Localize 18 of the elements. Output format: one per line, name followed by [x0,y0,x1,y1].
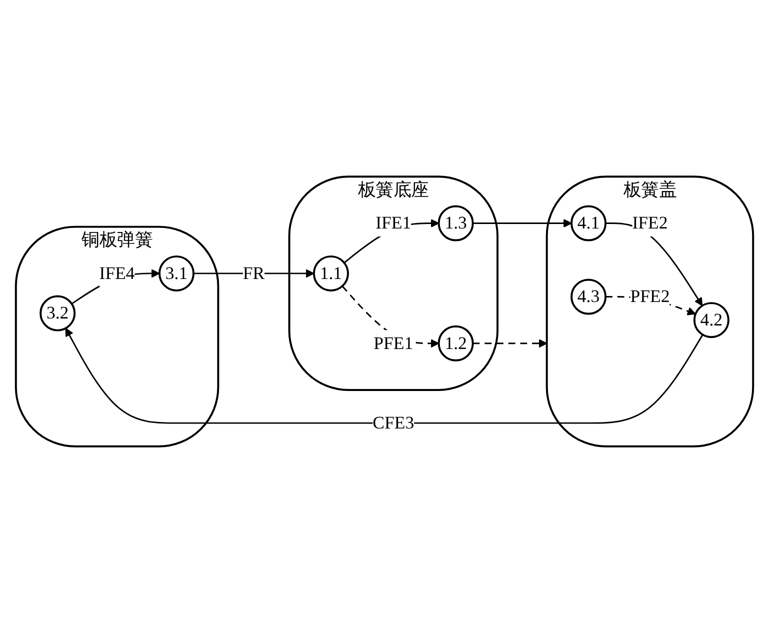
edge-label: IFE4 [99,263,135,283]
node-circle: 3.1 [158,255,194,292]
node-circle: 1.2 [438,325,474,362]
edge-label: IFE1 [376,212,412,233]
arrow [472,339,548,348]
node-circle: 4.2 [693,302,730,338]
node-circle: 1.3 [438,205,474,242]
arrow [472,218,572,228]
node-circle: 1.1 [312,255,349,292]
arrow [65,328,704,424]
edge-label: PFE2 [630,286,670,306]
edge-label: PFE1 [374,333,414,353]
node-circle: 4.3 [570,278,607,315]
edge-label: CFE3 [372,412,414,432]
node-circle: 4.1 [570,205,607,242]
edge-label: IFE2 [632,212,668,233]
node-circle: 3.2 [40,295,76,332]
edge-label: FR [242,263,265,283]
